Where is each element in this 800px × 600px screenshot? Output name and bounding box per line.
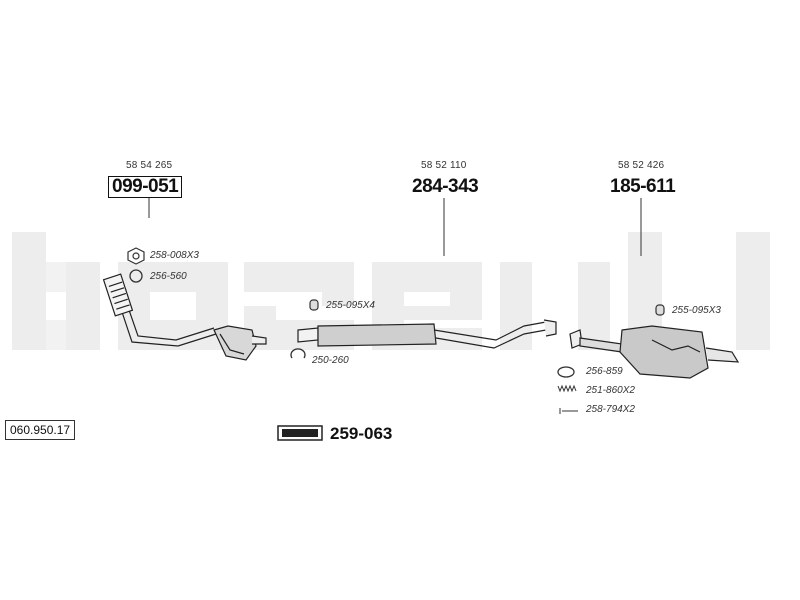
accessory-code[interactable]: 256-859 xyxy=(586,366,623,377)
part-number-centre-pipe[interactable]: 284-343 xyxy=(412,176,479,197)
gasket-ring-icon xyxy=(129,269,143,283)
accessory-code[interactable]: 258-008X3 xyxy=(150,250,199,261)
accessory-code[interactable]: 258-794X2 xyxy=(586,404,635,415)
accessory-code[interactable]: 250-260 xyxy=(312,355,349,366)
front-pipe xyxy=(102,273,217,347)
spring-icon xyxy=(557,384,577,393)
gasket-ring-icon xyxy=(557,366,575,378)
accessory-code[interactable]: 255-095X3 xyxy=(672,305,721,316)
rubber-mount-icon xyxy=(655,304,665,316)
section-ref-number: 58 52 110 xyxy=(421,160,467,171)
section-ref-number: 58 54 265 xyxy=(126,160,173,171)
section-ref-number: 58 52 426 xyxy=(618,160,665,171)
rear-silencer xyxy=(569,325,740,379)
clamp-icon xyxy=(290,348,306,359)
kit-part-number[interactable]: 259-063 xyxy=(330,424,393,443)
document-id: 060.950.17 xyxy=(5,420,76,440)
nut-icon xyxy=(127,247,145,265)
rubber-mount-icon xyxy=(309,299,319,311)
accessory-code[interactable]: 255-095X4 xyxy=(326,300,375,311)
bosal-logo xyxy=(277,425,323,441)
bolt-icon xyxy=(559,408,578,414)
part-number-front-pipe[interactable]: 099-051 xyxy=(108,176,183,198)
part-number-rear-silencer[interactable]: 185-611 xyxy=(610,176,676,197)
accessory-code[interactable]: 251-860X2 xyxy=(586,385,635,396)
catalytic-converter xyxy=(213,325,267,361)
accessory-code[interactable]: 256-560 xyxy=(150,271,187,282)
centre-pipe xyxy=(297,319,557,349)
